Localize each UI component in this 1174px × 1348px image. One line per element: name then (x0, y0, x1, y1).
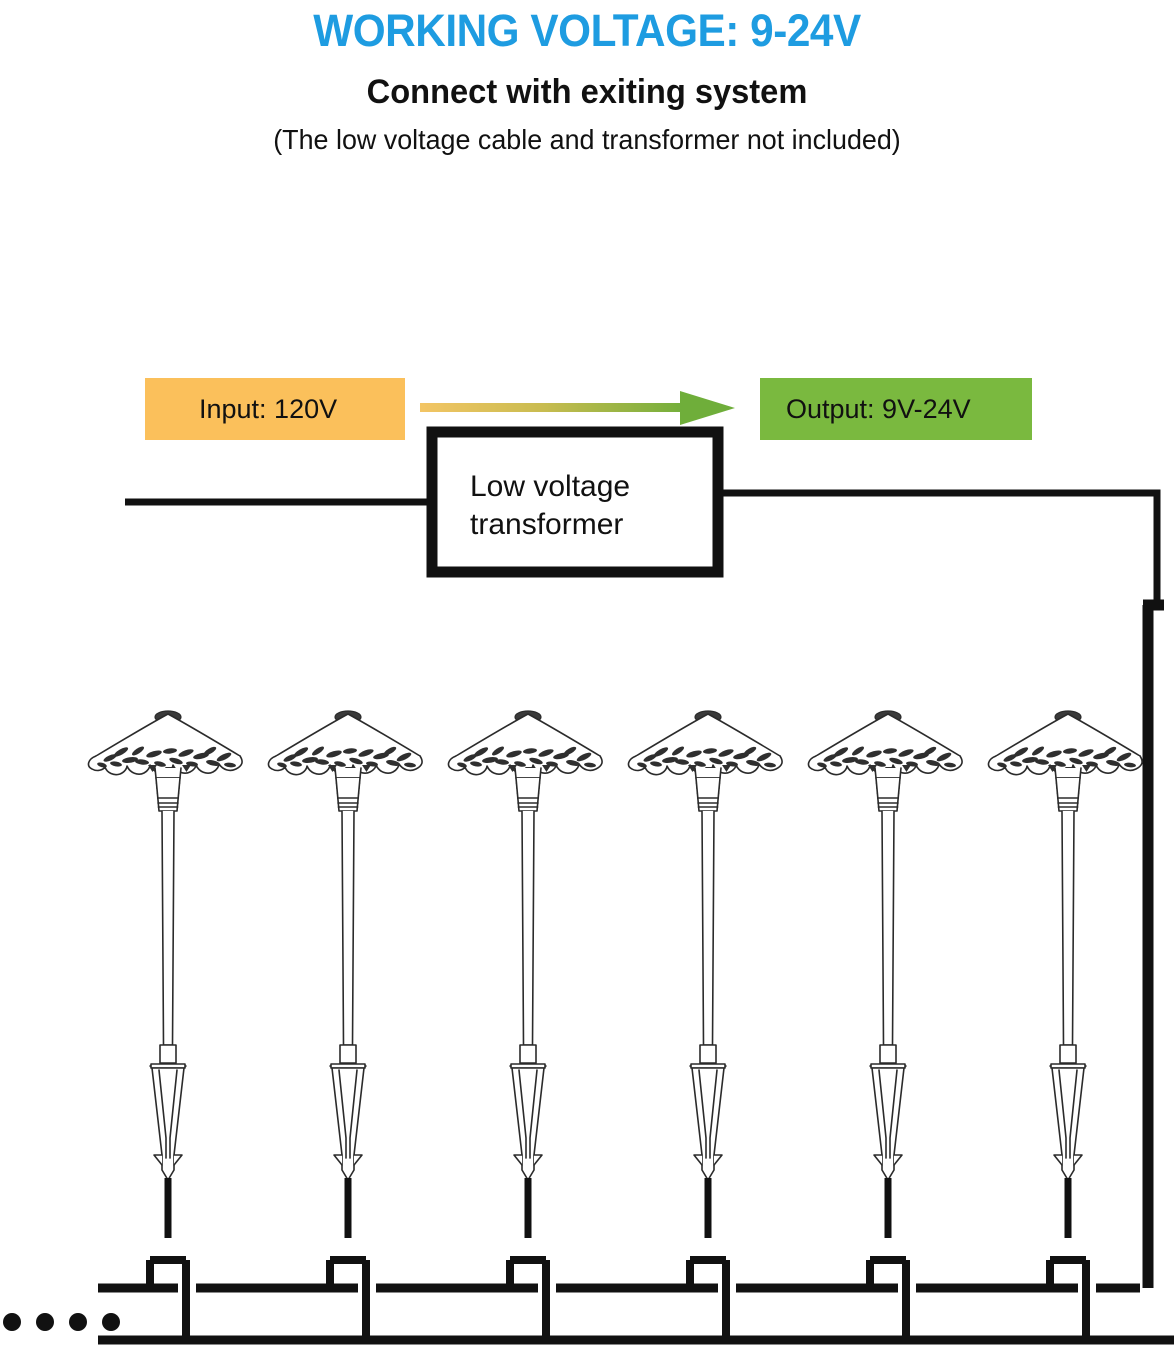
lamp-row (89, 711, 1143, 1238)
page-title: WORKING VOLTAGE: 9-24V (313, 5, 861, 56)
conversion-arrow-icon (420, 391, 735, 425)
transformer-label-line1: Low voltage (470, 470, 630, 503)
lamp-bracket (146, 1256, 190, 1340)
heading-block: WORKING VOLTAGE: 9-24V Connect with exit… (0, 0, 1174, 154)
input-badge-label: Input: 120V (199, 394, 337, 424)
lamp-bracket (866, 1256, 910, 1340)
path-light-icon (89, 711, 243, 1238)
page-subtitle: Connect with exiting system (366, 73, 808, 111)
low-voltage-output-wire (718, 489, 1164, 1288)
lamp-bracket (326, 1256, 370, 1340)
path-light-icon (269, 711, 423, 1238)
path-light-icon (809, 711, 963, 1238)
lamp-bracket (506, 1256, 550, 1340)
path-light-icon (629, 711, 783, 1238)
lamp-connector-brackets (146, 1256, 1090, 1340)
cable-continuation-dots (3, 1313, 120, 1331)
transformer-label-line2: transformer (470, 508, 623, 541)
page-note: (The low voltage cable and transformer n… (273, 124, 901, 155)
low-voltage-cable-bus (98, 1283, 1174, 1345)
output-badge: Output: 9V-24V (760, 378, 1032, 440)
path-light-icon (449, 711, 603, 1238)
lamp-bracket (686, 1256, 730, 1340)
lamp-bracket (1046, 1256, 1090, 1340)
input-badge: Input: 120V (145, 378, 405, 440)
path-light-icon (989, 711, 1143, 1238)
transformer-box: Low voltage transformer (426, 426, 724, 578)
output-badge-label: Output: 9V-24V (786, 394, 971, 424)
